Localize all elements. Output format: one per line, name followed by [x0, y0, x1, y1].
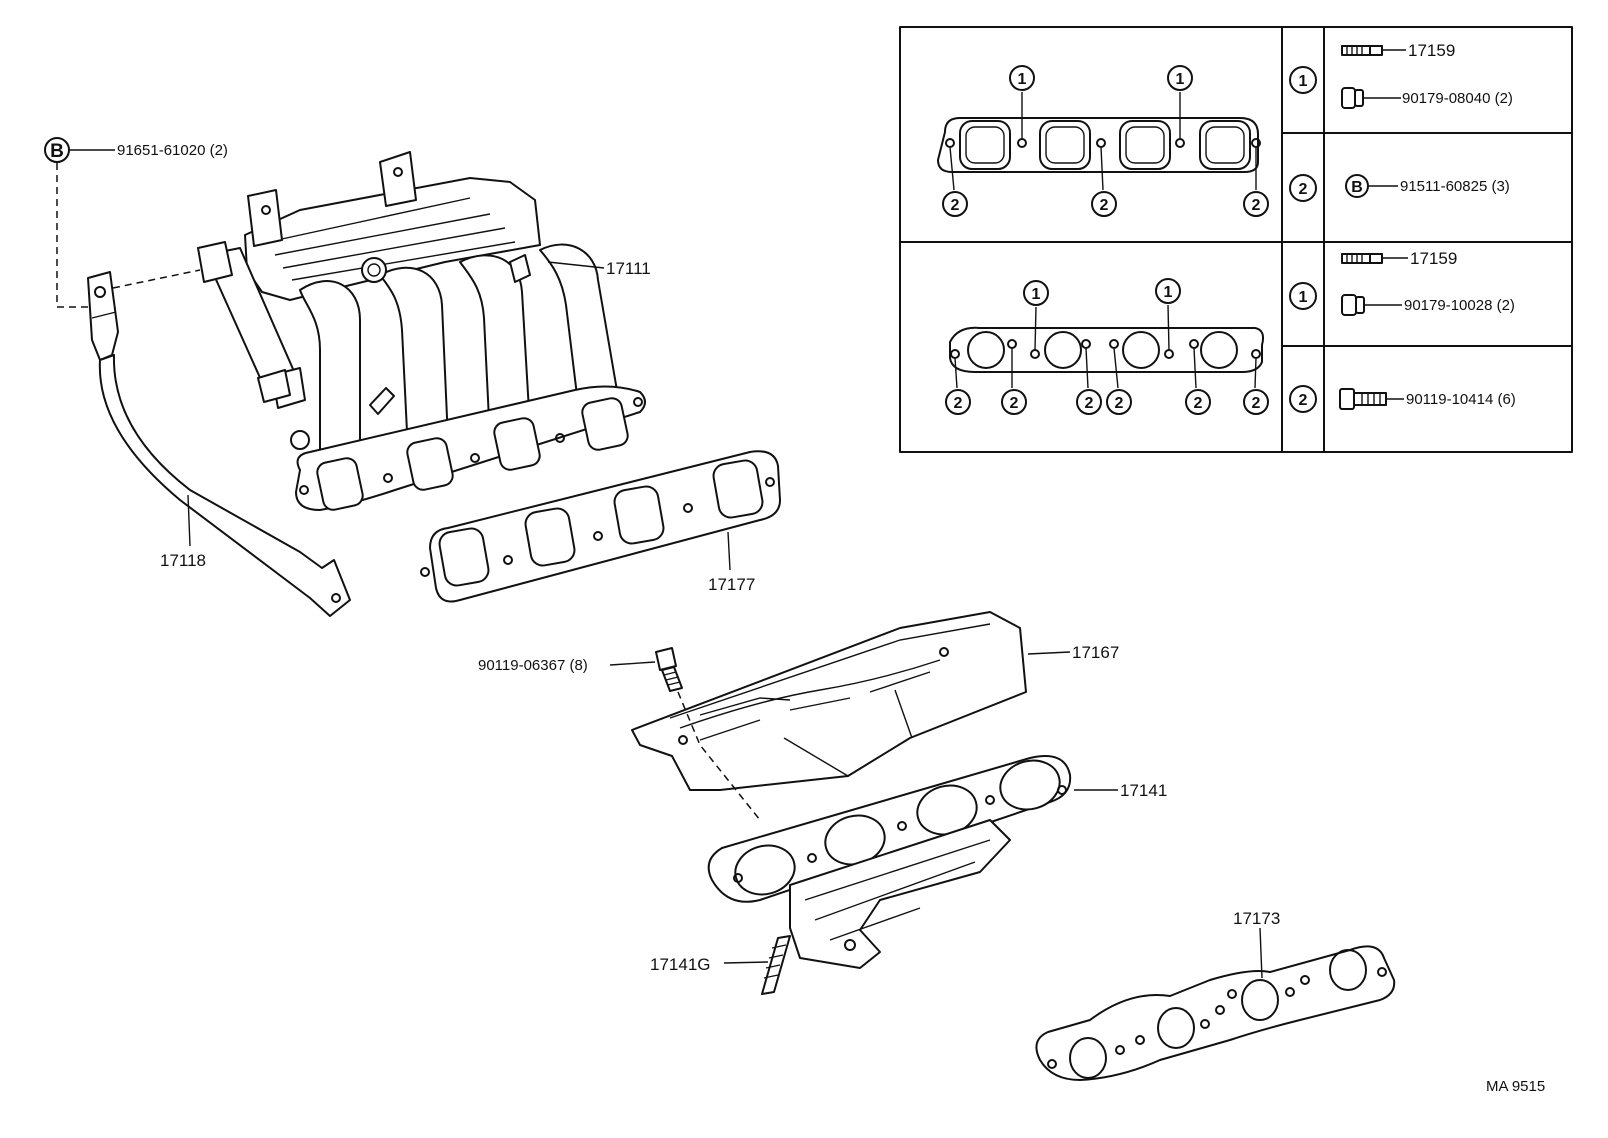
label-90119-06367: 90119-06367 (8): [478, 657, 588, 674]
heat-insulator: [631, 611, 1027, 791]
table-key-1-lower: 1: [1299, 289, 1308, 306]
marker-2-g: 2: [1115, 395, 1124, 412]
row3-stud-label: 17159: [1410, 249, 1457, 268]
row3-nut-label: 90179-10028 (2): [1404, 297, 1515, 314]
marker-2-e: 2: [1010, 395, 1019, 412]
marker-2-b: 2: [1100, 197, 1109, 214]
intake-gasket-bolt-pattern: 1 1 2 2 2: [937, 65, 1269, 217]
label-17111: 17111: [606, 259, 651, 278]
exhaust-stud: [761, 935, 791, 995]
label-17118: 17118: [160, 551, 206, 570]
marker-1-d: 1: [1164, 284, 1173, 301]
exhaust-gasket: [1035, 945, 1396, 1081]
stay-b-marker: B: [50, 141, 64, 162]
diagram-code: MA 9515: [1486, 1078, 1545, 1095]
row2-bolt-label: 91511-60825 (3): [1400, 178, 1510, 195]
marker-1-b: 1: [1176, 71, 1185, 88]
marker-2-h: 2: [1194, 395, 1203, 412]
nut-icon: [1341, 294, 1402, 316]
table-key-1-upper: 1: [1299, 73, 1308, 90]
marker-1-a: 1: [1018, 71, 1027, 88]
row4-bolt-label: 90119-10414 (6): [1406, 391, 1516, 408]
stud-icon: [1341, 45, 1406, 56]
exhaust-manifold: [707, 755, 1072, 969]
marker-1-c: 1: [1032, 286, 1041, 303]
row1-stud-label: 17159: [1408, 41, 1455, 60]
intake-manifold: [197, 151, 646, 511]
marker-2-c: 2: [1252, 197, 1261, 214]
marker-2-d: 2: [954, 395, 963, 412]
nut-icon: [1341, 87, 1401, 109]
intake-stay: [87, 271, 351, 617]
row1-nut-label: 90179-08040 (2): [1402, 90, 1513, 107]
row2-b-marker: B: [1351, 179, 1363, 196]
exhaust-gasket-bolt-pattern: 1 1 2 2 2 2 2 2: [945, 278, 1269, 415]
table-key-2-lower: 2: [1299, 392, 1308, 409]
insulator-bolt: [655, 647, 683, 692]
label-17167: 17167: [1072, 643, 1119, 662]
table-key-2-upper: 2: [1299, 181, 1308, 198]
bolt-icon: [1339, 388, 1404, 410]
marker-2-f: 2: [1085, 395, 1094, 412]
intake-gasket: [420, 450, 781, 603]
label-17141G: 17141G: [650, 955, 711, 974]
label-17177: 17177: [708, 575, 755, 594]
reference-table: 1 1 2 2 2: [899, 26, 1573, 453]
marker-2-a: 2: [951, 197, 960, 214]
stud-icon: [1341, 253, 1408, 264]
marker-2-i: 2: [1252, 395, 1261, 412]
label-91651-61020: 91651-61020 (2): [117, 142, 228, 159]
label-17141: 17141: [1120, 781, 1167, 800]
label-17173: 17173: [1233, 909, 1280, 928]
